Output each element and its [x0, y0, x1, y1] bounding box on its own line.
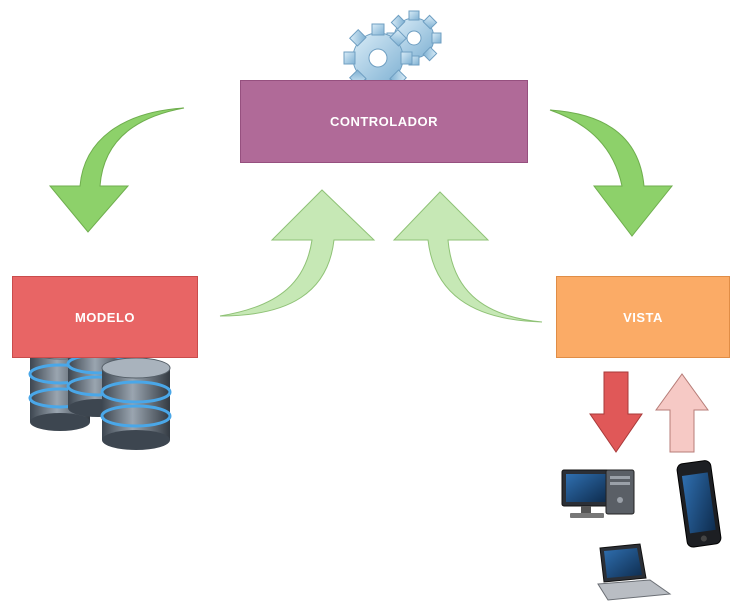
- arrow-vista-to-controlador: [392, 191, 543, 323]
- controlador-label: CONTROLADOR: [329, 114, 439, 129]
- arrow-modelo-to-controlador: [219, 189, 376, 317]
- vista-label: VISTA: [623, 309, 663, 325]
- smartphone-icon: [676, 460, 722, 548]
- arrow-controlador-to-modelo: [48, 107, 185, 233]
- modelo-box: MODELO: [12, 276, 198, 358]
- vista-box: VISTA: [556, 276, 730, 358]
- desktop-computer-icon: [561, 469, 635, 518]
- arrow-controlador-to-vista: [549, 109, 674, 237]
- gears-icon: [343, 10, 442, 93]
- laptop-icon: [597, 543, 672, 601]
- modelo-label: MODELO: [74, 309, 136, 325]
- arrow-vista-to-devices: [589, 371, 643, 453]
- controlador-box: CONTROLADOR: [240, 80, 528, 163]
- arrow-devices-to-vista: [655, 373, 709, 453]
